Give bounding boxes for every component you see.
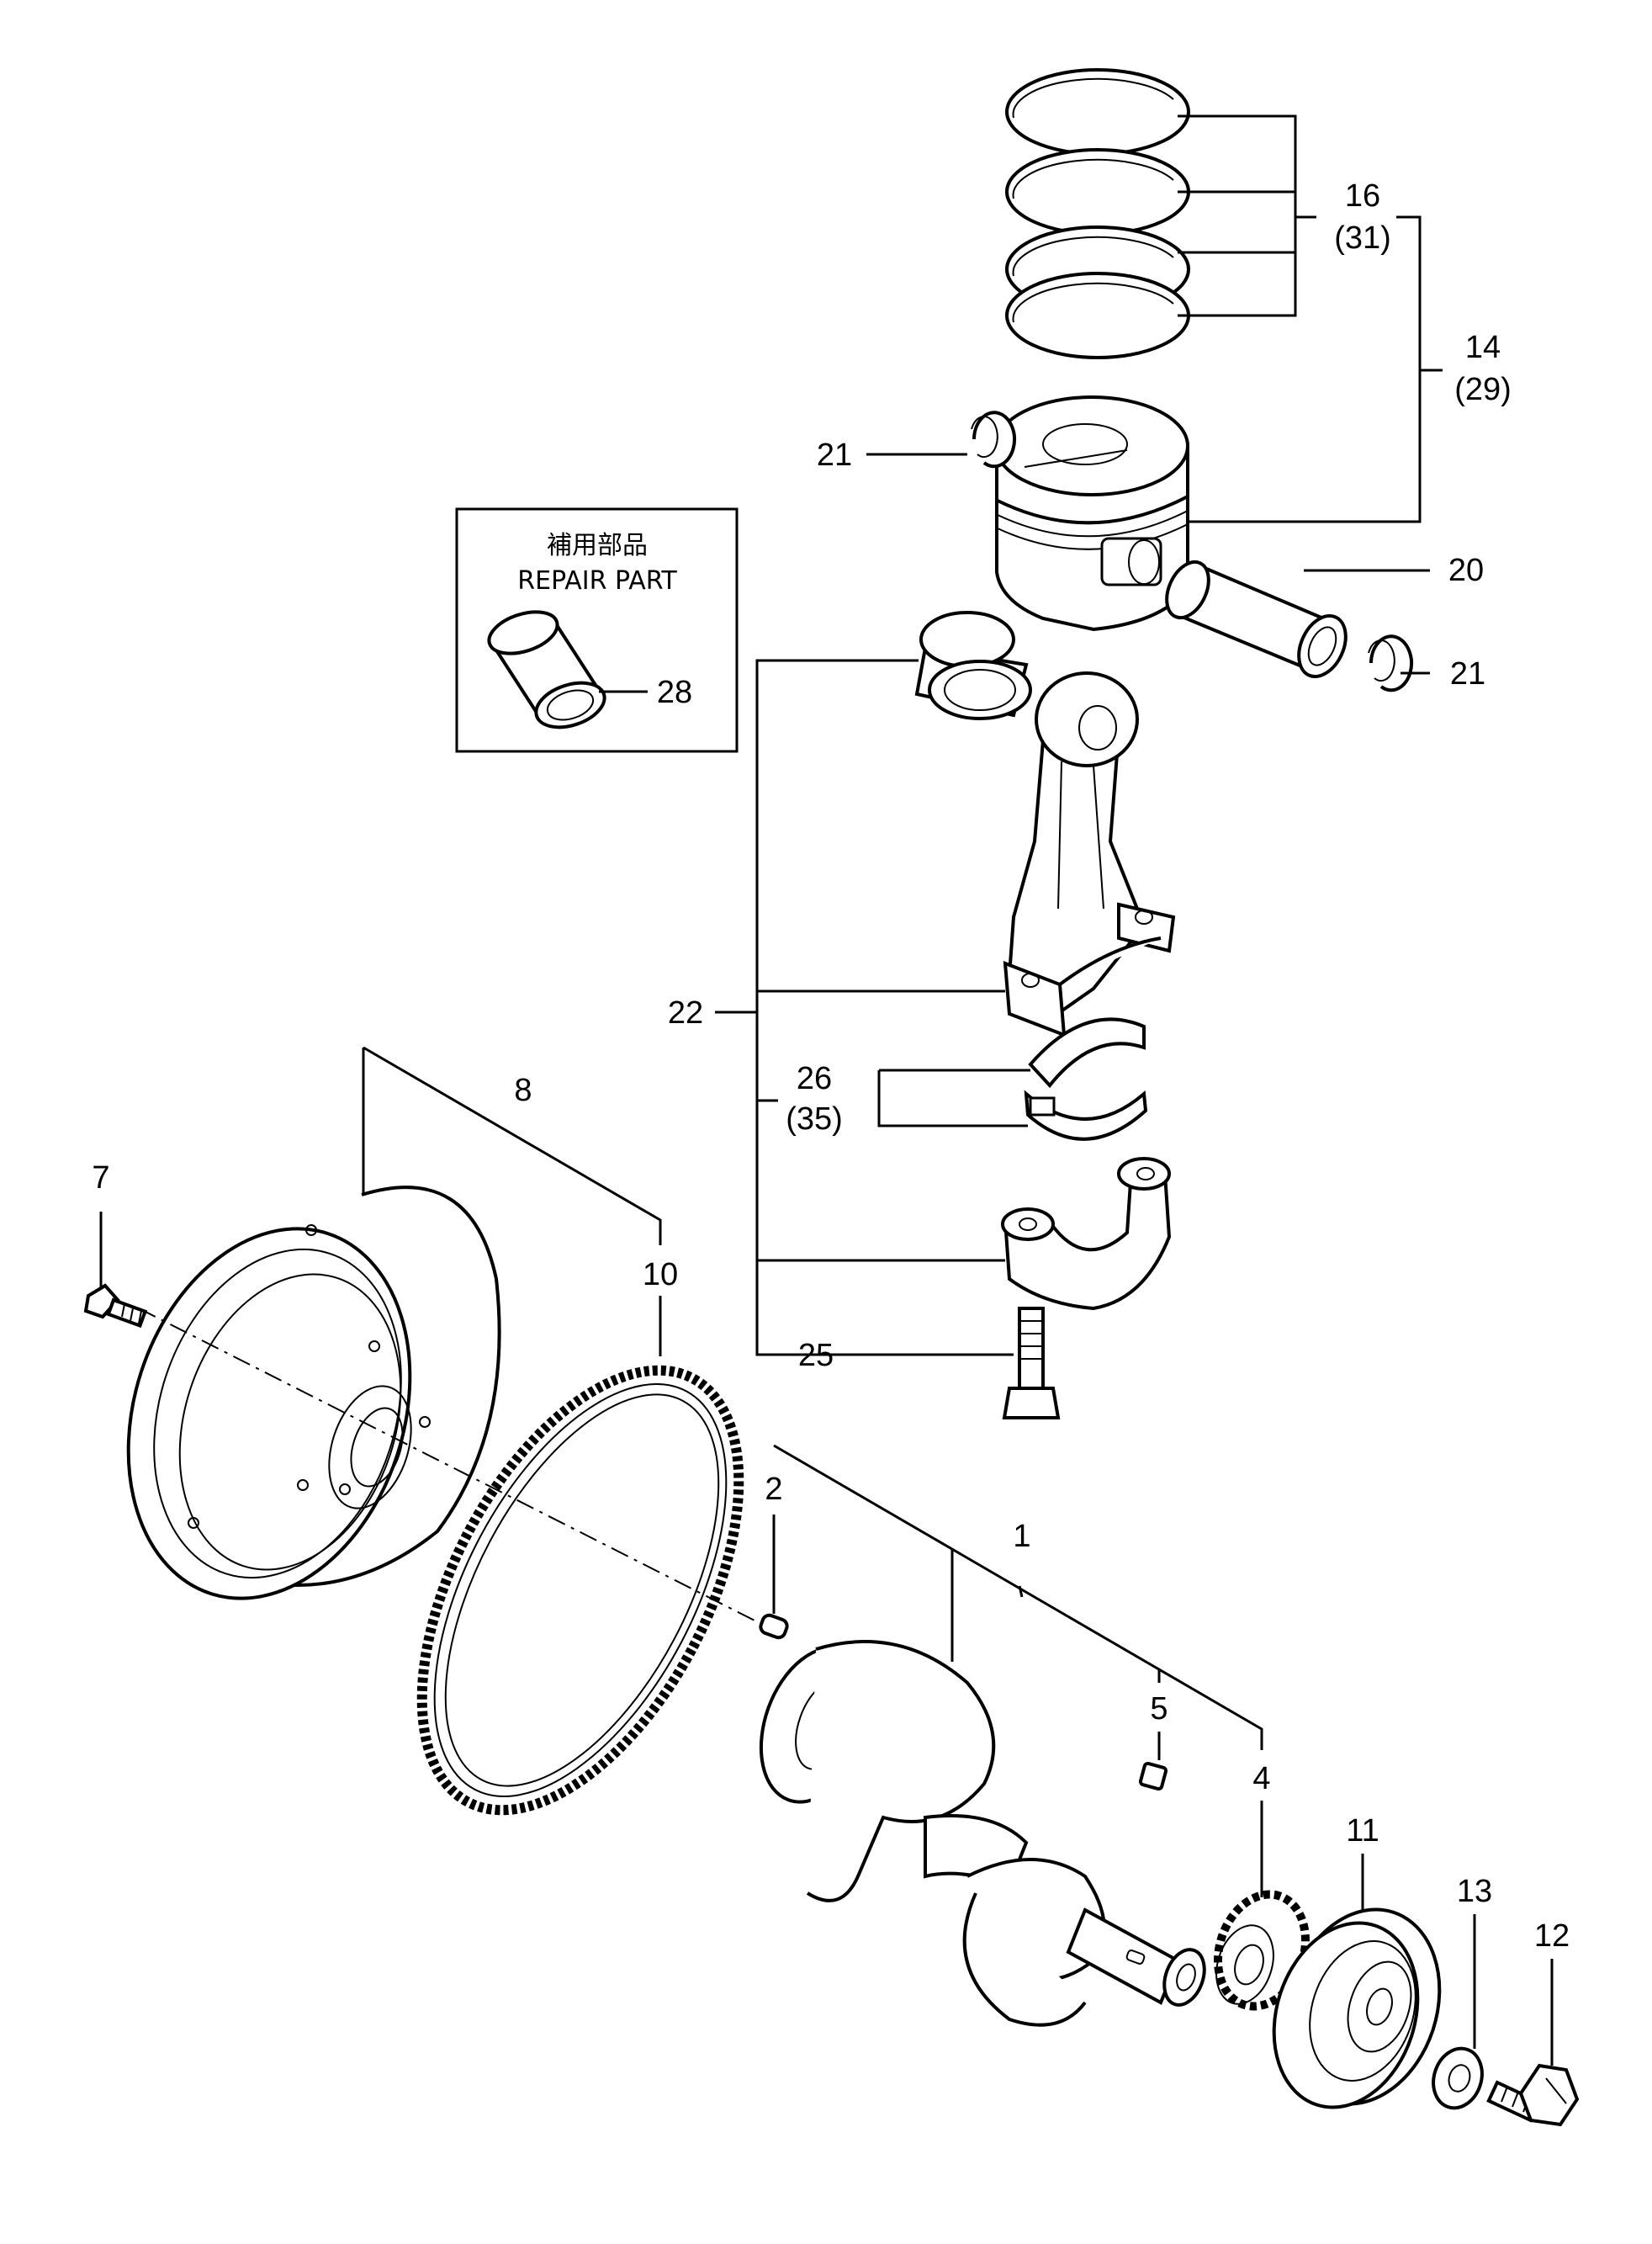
snap-ring-lower (1368, 634, 1413, 692)
flywheel (126, 1186, 501, 1600)
callout-25: 25 (798, 1338, 834, 1373)
callout-7: 7 (92, 1160, 109, 1196)
small-end-bushing (914, 611, 1032, 720)
callout-22: 22 (668, 995, 703, 1031)
con-rod-cap (1001, 1157, 1172, 1311)
callout-8: 8 (514, 1073, 532, 1108)
repair-part-title-jp: 補用部品 (547, 531, 648, 560)
callout-16: 16 (1345, 178, 1380, 214)
snap-ring-upper (971, 411, 1016, 469)
piston-pin (1165, 560, 1348, 679)
callout-28: 28 (657, 675, 692, 710)
flywheel-bolt (83, 1283, 148, 1329)
center-axis-line (138, 1308, 762, 1625)
callout-26-alt: (35) (786, 1101, 843, 1137)
repair-part-title-en: REPAIR PART (517, 566, 677, 596)
callout-4: 4 (1252, 1761, 1270, 1796)
crankshaft-key (1138, 1761, 1168, 1791)
repair-bushing (487, 610, 606, 729)
callout-13: 13 (1457, 1874, 1492, 1909)
con-rod-bolt (1002, 1307, 1061, 1419)
dowel-pin (759, 1613, 789, 1640)
callout-21-lower: 21 (1450, 656, 1485, 692)
con-rod-bearing-shells (1024, 1017, 1148, 1141)
callout-5: 5 (1150, 1691, 1168, 1727)
piston-rings (1005, 68, 1190, 359)
pulley-bolt (1486, 2063, 1580, 2127)
connecting-rod (1003, 671, 1176, 1038)
callout-21-upper: 21 (817, 438, 852, 473)
callout-14-alt: (29) (1454, 372, 1512, 407)
callout-16-alt: (31) (1334, 220, 1391, 256)
callout-26: 26 (797, 1061, 832, 1096)
callout-20: 20 (1448, 553, 1484, 588)
repair-part-box: 補用部品 REPAIR PART (455, 507, 739, 753)
callout-10: 10 (643, 1257, 678, 1292)
crankshaft (759, 1640, 1206, 2027)
leader-lines (99, 114, 1554, 2066)
callout-12: 12 (1534, 1918, 1570, 1954)
piston (994, 395, 1189, 632)
callout-labels: 16 (31) 14 (29) 21 20 21 28 22 26 (35) 8… (92, 178, 1570, 1954)
ring-gear (416, 1365, 744, 1816)
crankshaft-pulley (1272, 1907, 1442, 2109)
callout-2: 2 (765, 1472, 782, 1507)
callout-11: 11 (1346, 1813, 1379, 1849)
callout-14: 14 (1465, 330, 1501, 365)
pulley-washer (1432, 2046, 1484, 2110)
callout-1: 1 (1013, 1519, 1030, 1554)
